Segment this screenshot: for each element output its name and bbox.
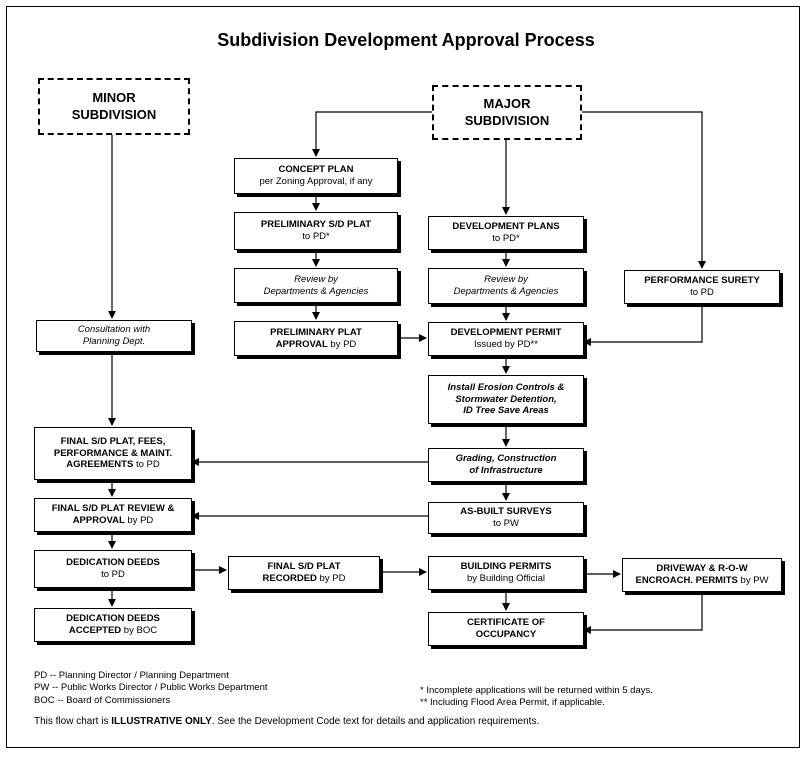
preliminary-plat-node: PRELIMINARY S/D PLAT to PD* [234,212,398,250]
final-plat-review-node: FINAL S/D PLAT REVIEW & APPROVAL by PD [34,498,192,532]
abbreviation-legend: PD -- Planning Director / Planning Depar… [34,670,268,707]
diagram-title: Subdivision Development Approval Process [217,30,595,50]
grading-construction-node: Grading, Construction of Infrastructure [428,448,584,482]
review-middle-node: Review by Departments & Agencies [428,268,584,304]
erosion-controls-node: Install Erosion Controls & Stormwater De… [428,375,584,424]
diagram-frame [6,6,800,748]
development-plans-node: DEVELOPMENT PLANS to PD* [428,216,584,250]
building-permits-node: BUILDING PERMITS by Building Official [428,556,584,590]
major-subdivision-node: MAJOR SUBDIVISION [432,85,582,140]
legend-item: PD -- Planning Director / Planning Depar… [34,670,229,681]
deeds-accepted-node: DEDICATION DEEDS ACCEPTED by BOC [34,608,192,642]
dedication-deeds-node: DEDICATION DEEDS to PD [34,550,192,588]
driveway-permits-node: DRIVEWAY & R-O-W ENCROACH. PERMITS by PW [622,558,782,592]
certificate-occupancy-node: CERTIFICATE OF OCCUPANCY [428,612,584,646]
performance-surety-node: PERFORMANCE SURETY to PD [624,270,780,304]
consultation-node: Consultation with Planning Dept. [36,320,192,352]
arrow-major-to-performance-surety [582,111,706,269]
concept-plan-node: CONCEPT PLAN per Zoning Approval, if any [234,158,398,194]
review-left-node: Review by Departments & Agencies [234,268,398,303]
disclaimer: This flow chart is ILLUSTRATIVE ONLY. Se… [34,716,540,727]
footnotes: * Incomplete applications will be return… [420,685,653,710]
preliminary-approval-node: PRELIMINARY PLAT APPROVAL by PD [234,321,398,356]
final-plat-recorded-node: FINAL S/D PLAT RECORDED by PD [228,556,380,590]
minor-subdivision-node: MINOR SUBDIVISION [38,78,190,135]
footnote: * Incomplete applications will be return… [420,685,653,696]
arrow-driveway-to-certificate [583,592,703,634]
arrow-major-to-concept [312,111,432,157]
development-permit-node: DEVELOPMENT PERMIT Issued by PD** [428,322,584,356]
legend-item: BOC -- Board of Commissioners [34,694,171,706]
final-plat-fees-node: FINAL S/D PLAT, FEES, PERFORMANCE & MAIN… [34,427,192,480]
as-built-surveys-node: AS-BUILT SURVEYS to PW [428,502,584,534]
legend-item: PW -- Public Works Director / Public Wor… [34,682,268,694]
arrow-surety-to-dev-permit [583,304,703,346]
footnote: ** Including Flood Area Permit, if appli… [420,697,605,709]
